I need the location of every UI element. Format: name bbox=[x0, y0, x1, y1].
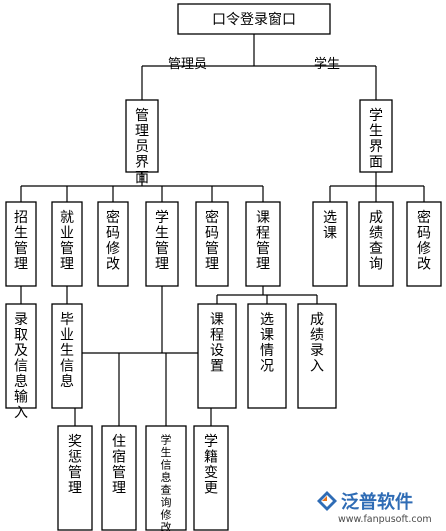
admission-node-label: 录取及信息输入 bbox=[14, 312, 28, 421]
course-set-node-label: 课程设置 bbox=[210, 312, 224, 375]
select-status-node: 选课情况 bbox=[247, 303, 287, 409]
enroll-node-box bbox=[5, 201, 37, 287]
graduate-node-box bbox=[51, 303, 83, 409]
reward-node-box bbox=[57, 425, 93, 531]
employment-node: 就业管理 bbox=[51, 201, 83, 287]
course-set-node-box bbox=[197, 303, 237, 409]
watermark: 泛普软件 www.fanpusoft.com bbox=[316, 488, 442, 530]
reward-node: 奖惩管理 bbox=[57, 425, 93, 531]
admin-node-box bbox=[125, 99, 159, 173]
reward-node-label: 奖惩管理 bbox=[68, 433, 82, 497]
status-change-node-box bbox=[193, 425, 229, 531]
fanpu-logo-icon bbox=[317, 491, 337, 511]
pwd-admin-node: 密码修改 bbox=[97, 201, 129, 287]
watermark-url: www.fanpusoft.com bbox=[338, 514, 432, 525]
course-mgmt-node-label: 课程管理 bbox=[256, 210, 270, 273]
pwd-admin-node-label: 密码修改 bbox=[106, 209, 120, 273]
select-course-node-box bbox=[312, 201, 348, 287]
employment-node-label: 就业管理 bbox=[60, 210, 74, 273]
graduate-node-label: 毕业生信息 bbox=[60, 312, 74, 390]
stu-info-node: 学生信息查询修改 bbox=[145, 425, 187, 531]
stu-mgmt-node-label: 学生管理 bbox=[155, 210, 169, 273]
stu-mgmt-node: 学生管理 bbox=[145, 201, 179, 287]
stu-info-node-box bbox=[145, 425, 187, 531]
dorm-node-box bbox=[101, 425, 137, 531]
connector-lines bbox=[20, 34, 425, 426]
pwd-mgmt-node-label: 密码管理 bbox=[205, 209, 219, 273]
course-set-node: 课程设置 bbox=[197, 303, 237, 409]
student-node: 学生界面 bbox=[359, 99, 393, 173]
select-status-node-label: 选课情况 bbox=[260, 312, 274, 375]
student-node-box bbox=[359, 99, 393, 173]
graduate-node: 毕业生信息 bbox=[51, 303, 83, 409]
pwd-admin-node-box bbox=[97, 201, 129, 287]
diagram-nodes: 口令登录窗口管理员界面学生界面招生管理就业管理密码修改学生管理密码管理课程管理选… bbox=[5, 3, 442, 531]
score-query-node-label: 成绩查询 bbox=[369, 210, 383, 273]
pwd-student-node: 密码修改 bbox=[406, 201, 442, 287]
score-entry-node: 成绩录入 bbox=[297, 303, 337, 409]
employment-node-box bbox=[51, 201, 83, 287]
admin-edge-label: 管理员 bbox=[168, 57, 207, 72]
stu-mgmt-node-box bbox=[145, 201, 179, 287]
admin-node: 管理员界面 bbox=[125, 99, 159, 186]
pwd-mgmt-node-box bbox=[195, 201, 229, 287]
watermark-brand: 泛普软件 bbox=[341, 492, 413, 513]
login-node-box bbox=[177, 3, 331, 35]
select-course-node: 选课 bbox=[312, 201, 348, 287]
login-node-label: 口令登录窗口 bbox=[212, 11, 296, 28]
student-edge-label: 学生 bbox=[314, 56, 340, 72]
course-mgmt-node-box bbox=[245, 201, 281, 287]
score-entry-node-label: 成绩录入 bbox=[310, 312, 324, 375]
admission-node-box bbox=[5, 303, 37, 409]
course-mgmt-node: 课程管理 bbox=[245, 201, 281, 287]
score-query-node: 成绩查询 bbox=[358, 201, 394, 287]
login-node: 口令登录窗口 bbox=[177, 3, 331, 35]
pwd-mgmt-node: 密码管理 bbox=[195, 201, 229, 287]
admin-node-label: 管理员界面 bbox=[135, 108, 149, 186]
score-query-node-box bbox=[358, 201, 394, 287]
enroll-node: 招生管理 bbox=[5, 201, 37, 287]
student-node-label: 学生界面 bbox=[369, 108, 383, 170]
score-entry-node-box bbox=[297, 303, 337, 409]
pwd-student-node-box bbox=[406, 201, 442, 287]
status-change-node: 学籍变更 bbox=[193, 425, 229, 531]
select-course-node-label: 选课 bbox=[323, 210, 337, 242]
stu-info-node-label: 学生信息查询修改 bbox=[161, 432, 172, 531]
status-change-node-label: 学籍变更 bbox=[204, 434, 218, 497]
connector-labels: 管理员 学生 bbox=[168, 56, 340, 72]
dorm-node-label: 住宿管理 bbox=[112, 434, 126, 497]
enroll-node-label: 招生管理 bbox=[14, 210, 28, 273]
admission-node: 录取及信息输入 bbox=[5, 303, 37, 421]
pwd-student-node-label: 密码修改 bbox=[417, 209, 431, 273]
dorm-node: 住宿管理 bbox=[101, 425, 137, 531]
select-status-node-box bbox=[247, 303, 287, 409]
